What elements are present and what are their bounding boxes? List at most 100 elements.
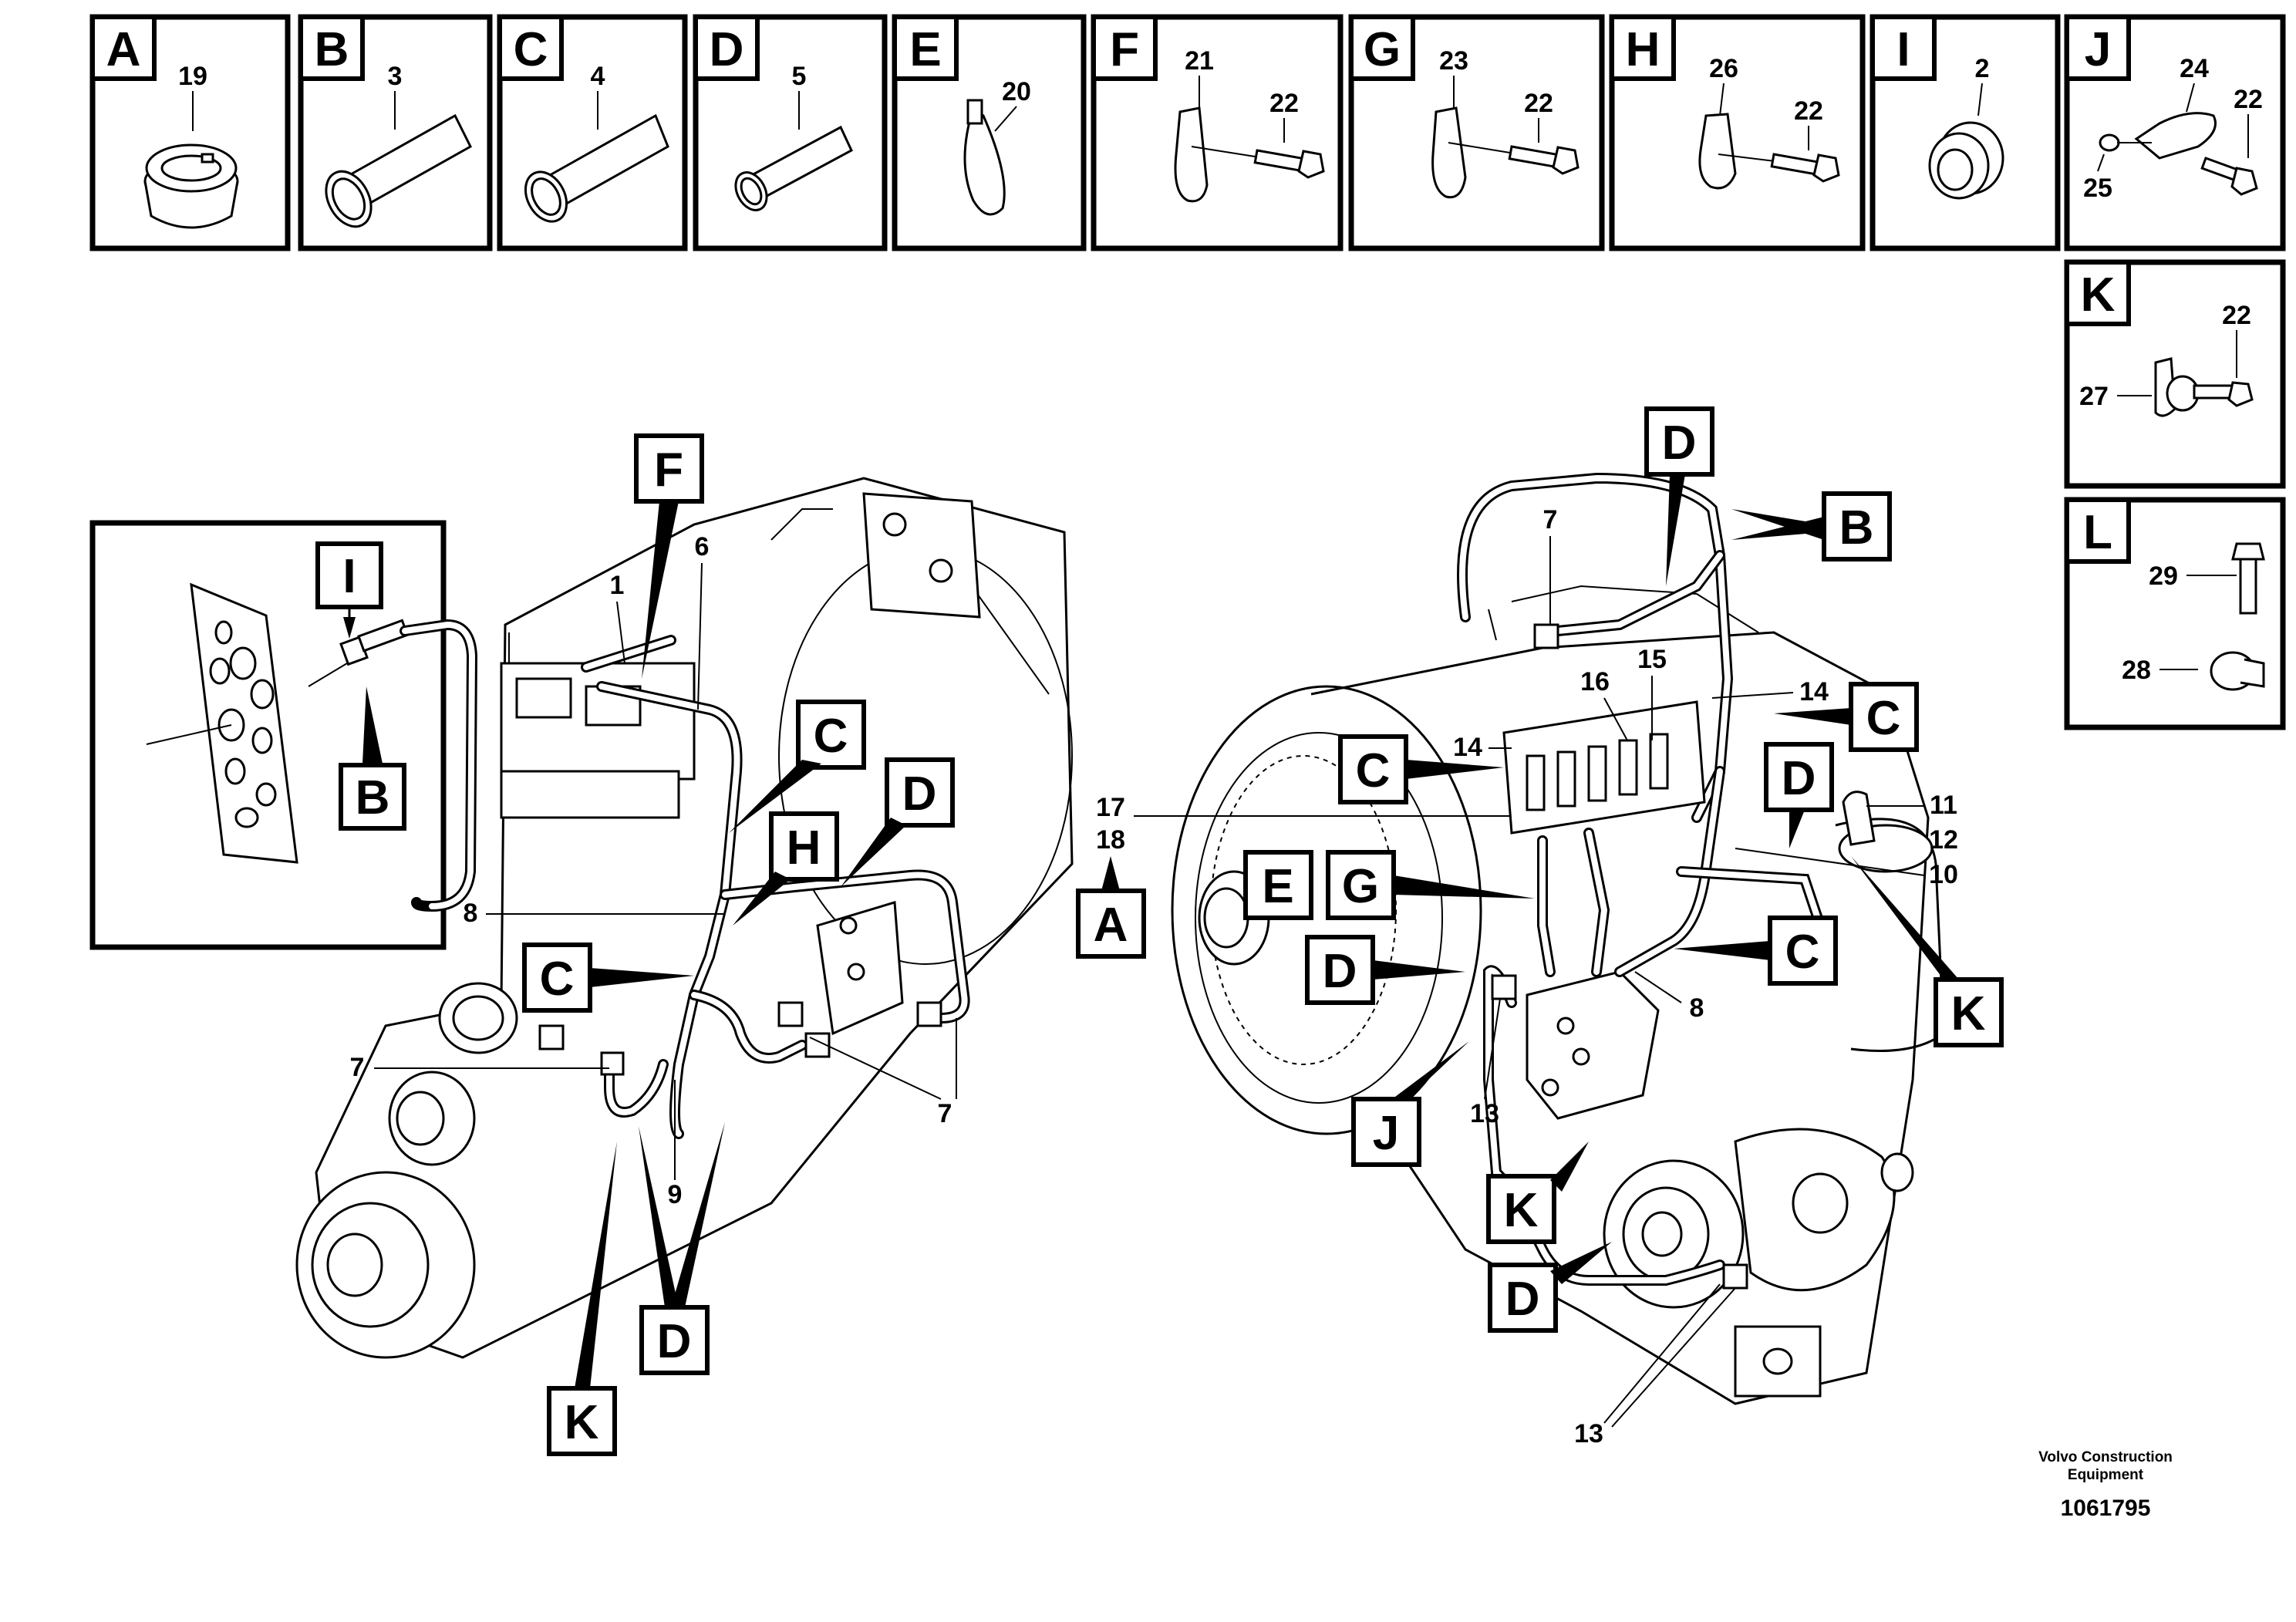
part-number: 25 [2083, 174, 2112, 203]
callout-letter: G [1342, 860, 1379, 913]
drawing-number: 1061795 [2061, 1496, 2151, 1521]
part-number: 19 [178, 62, 207, 91]
part-number: 22 [2222, 301, 2251, 330]
part-label: 7 [938, 1099, 952, 1128]
part-number: 28 [2122, 656, 2151, 685]
part-label: 6 [695, 532, 710, 561]
part-number: 27 [2079, 382, 2109, 411]
p-clamp-icon [1698, 113, 1782, 190]
p-clamp-icon [1174, 106, 1266, 203]
part-number: 24 [2180, 54, 2209, 83]
part-label: 17 [1096, 793, 1125, 822]
callout-letter: D [1662, 416, 1697, 470]
panel-letter: I [1896, 23, 1910, 76]
legend-panel-h: H 26 22 [1609, 14, 1866, 251]
part-number: 3 [388, 62, 403, 91]
legend-panel-f: F 21 22 [1091, 14, 1344, 251]
callout-letter: C [1356, 744, 1391, 798]
legend-panel-g: G 23 22 [1348, 14, 1605, 251]
corrugated-tube-icon [325, 113, 472, 228]
part-label: 18 [1096, 825, 1125, 855]
part-label: 7 [350, 1053, 365, 1082]
bolt-icon [1253, 149, 1325, 179]
connector-icon [339, 619, 410, 666]
part-number: 22 [1794, 96, 1823, 126]
part-label: 10 [1929, 860, 1958, 889]
cable-tie-icon [963, 99, 1006, 216]
connector-plate-icon [190, 582, 298, 864]
bolt-icon [1508, 145, 1580, 175]
panel-letter: E [909, 23, 941, 76]
part-label: 8 [1690, 993, 1704, 1023]
part-number: 23 [1439, 46, 1468, 76]
panel-letter: J [2085, 23, 2111, 76]
part-label: 9 [668, 1180, 683, 1209]
company-name: Volvo Construction [2038, 1449, 2173, 1465]
corrugated-tube-icon [734, 125, 853, 211]
callout-letter: K [565, 1396, 599, 1449]
part-number: 20 [1002, 77, 1031, 106]
callout-letter: D [1505, 1273, 1540, 1326]
panel-letter: C [514, 23, 548, 76]
nut-ring-icon [143, 143, 239, 229]
callout-letter: F [654, 443, 683, 497]
legend-panel-e: E 20 [892, 14, 1087, 251]
screw-icon [2231, 542, 2265, 615]
left-transmission-drawing: F 1 6 C D H 8 C 7 7 9 [295, 433, 1074, 1456]
panel-letter: L [2083, 506, 2112, 559]
company-name-line2: Equipment [2068, 1467, 2144, 1483]
center-callout: 17 18 A [1076, 793, 1542, 959]
part-number: 22 [1269, 89, 1299, 118]
part-number: 2 [1975, 54, 1990, 83]
callout-letter: B [1839, 501, 1874, 555]
callout-letter: J [1373, 1107, 1399, 1160]
clamp-icon [2154, 357, 2200, 417]
panel-letter: K [2081, 268, 2116, 322]
callout-letter: I [342, 550, 356, 603]
callout-letter: D [1323, 945, 1357, 998]
callout-letter: D [657, 1315, 692, 1368]
panel-letter: H [1626, 23, 1660, 76]
part-number: 5 [792, 62, 807, 91]
p-clamp-icon [1431, 106, 1520, 199]
part-label: 7 [1543, 505, 1558, 534]
callout-letter: C [1866, 692, 1901, 745]
part-label: 14 [1799, 677, 1829, 706]
panel-letter: F [1110, 23, 1139, 76]
part-label: 13 [1470, 1099, 1499, 1128]
bolt-icon [2200, 157, 2258, 196]
part-number: 29 [2149, 561, 2178, 591]
panel-letter: G [1364, 23, 1401, 76]
callout-letter: D [902, 767, 937, 821]
callout-letter: A [1094, 899, 1128, 952]
callout-letter: K [1504, 1184, 1539, 1237]
bolt-icon [1770, 153, 1840, 183]
callout-letter: C [1785, 926, 1820, 979]
right-transmission-drawing: D B 7 16 15 14 14 C C D 11 [1171, 406, 2004, 1448]
drawing-footer: Volvo Construction Equipment 1061795 [2038, 1449, 2173, 1521]
part-label: 11 [1930, 791, 1957, 820]
part-number: 22 [1524, 89, 1553, 118]
corrugated-tube-icon [524, 113, 669, 223]
part-number: 26 [1709, 54, 1738, 83]
part-label: 16 [1580, 667, 1610, 696]
inset-detail: I B [89, 520, 478, 950]
connector-cap-icon [1928, 121, 2004, 200]
part-label: 14 [1453, 733, 1482, 762]
legend-panel-c: C 4 [497, 14, 688, 251]
callout-letter: C [814, 710, 848, 763]
panel-letter: B [315, 23, 349, 76]
callout-letter: B [356, 771, 390, 824]
part-number: 22 [2234, 85, 2263, 114]
legend-panel-l: L 29 28 [2064, 497, 2286, 730]
legend-panel-a: A 19 [89, 14, 291, 251]
legend-panel-i: I 2 [1870, 14, 2061, 251]
clamp-bracket-icon [2099, 112, 2217, 160]
panel-letter: D [710, 23, 744, 76]
callout-letter: D [1782, 752, 1816, 805]
callout-letter: C [540, 953, 575, 1006]
legend-panel-k: K 22 27 [2064, 259, 2286, 489]
part-label: 13 [1574, 1419, 1603, 1448]
legend-panel-b: B 3 [298, 14, 493, 251]
